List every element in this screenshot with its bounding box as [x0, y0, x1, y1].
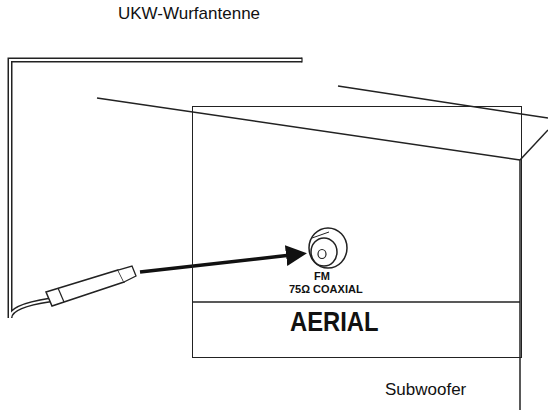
coaxial-socket: [309, 228, 347, 268]
aerial-panel: FM75Ω COAXIAL AERIAL: [192, 106, 522, 358]
insertion-arrow: [140, 254, 300, 272]
cabinet-outline: [97, 86, 548, 410]
band-label: FM: [314, 270, 330, 282]
panel-divider: [193, 301, 520, 303]
panel-title: AERIAL: [290, 307, 379, 338]
antenna-wire: [10, 58, 302, 319]
impedance-label: 75Ω COAXIAL: [289, 283, 363, 295]
antenna-label: UKW-Wurfantenne: [118, 4, 260, 24]
antenna-plug: [46, 266, 136, 306]
device-label: Subwoofer: [385, 380, 466, 400]
